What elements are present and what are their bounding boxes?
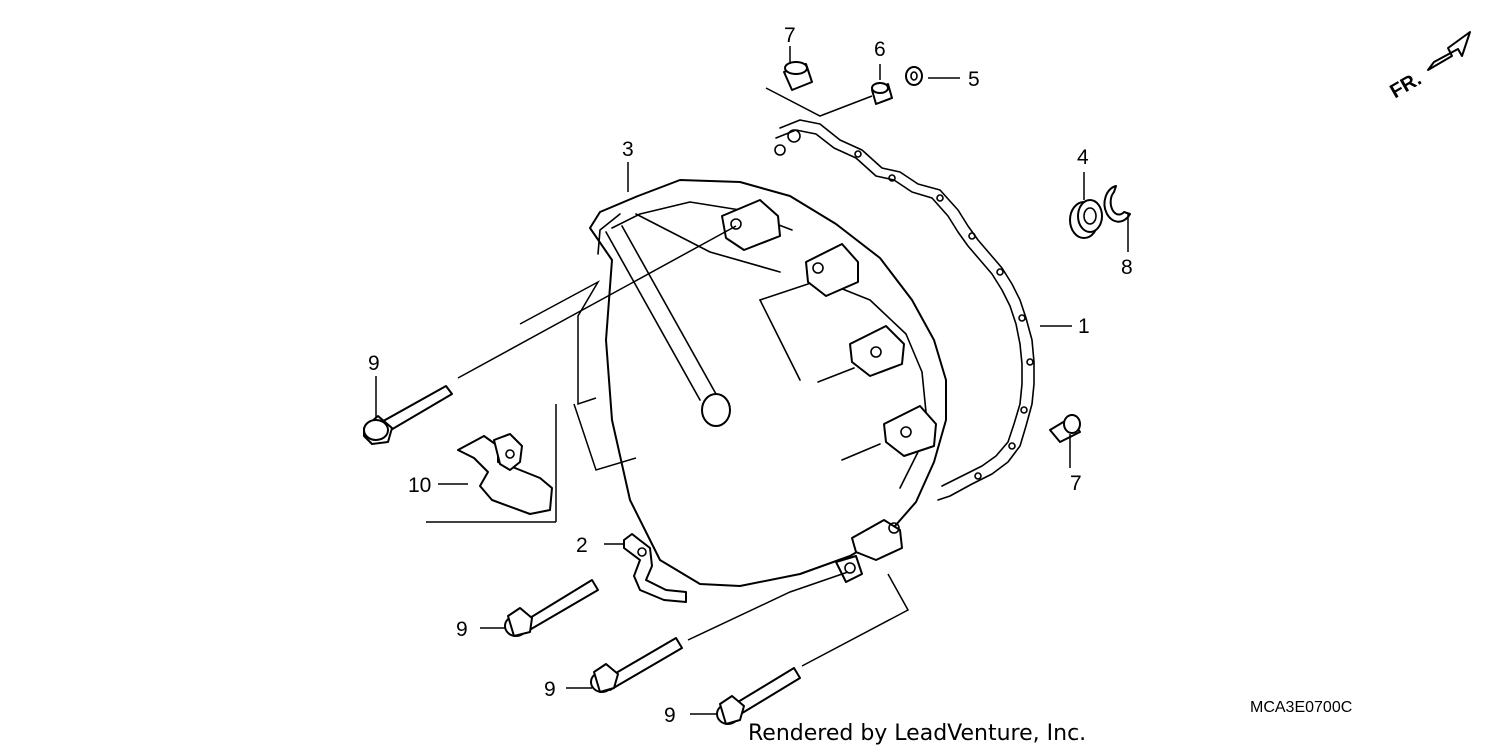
bearing[interactable] bbox=[1069, 199, 1103, 239]
gasket-bolt-holes bbox=[774, 129, 1034, 480]
sealing-washer[interactable] bbox=[905, 66, 923, 86]
credit-text: Rendered by LeadVenture, Inc. bbox=[748, 721, 1086, 746]
callout-part-9-bottom-a: 9 bbox=[456, 618, 468, 641]
snap-ring[interactable] bbox=[1103, 185, 1131, 223]
flange-bolt-bottom-c[interactable] bbox=[716, 667, 801, 725]
dowel-pin-right[interactable] bbox=[1049, 414, 1081, 443]
callout-labels: 1 2 3 4 5 6 7 7 8 9 9 9 9 10 bbox=[368, 24, 1133, 727]
callout-part-5: 5 bbox=[968, 68, 980, 91]
callout-part-1: 1 bbox=[1078, 315, 1090, 338]
callout-part-7-top: 7 bbox=[784, 24, 796, 47]
callout-part-9-left: 9 bbox=[368, 352, 380, 375]
flange-bolt-bottom-a[interactable] bbox=[504, 579, 599, 637]
dowel-pin-top[interactable] bbox=[783, 61, 813, 91]
wire-clamp[interactable] bbox=[623, 533, 687, 603]
callout-part-6: 6 bbox=[874, 38, 886, 61]
callout-part-4: 4 bbox=[1077, 146, 1089, 169]
callout-part-7-right: 7 bbox=[1070, 472, 1082, 495]
callout-part-3: 3 bbox=[622, 138, 634, 161]
diagram-code: MCA3E0700C bbox=[1250, 699, 1352, 716]
fr-direction-label: FR. bbox=[1386, 68, 1425, 103]
flange-bolt-left[interactable] bbox=[363, 385, 453, 445]
flange-bolt-bottom-b[interactable] bbox=[590, 637, 683, 693]
cover-body[interactable] bbox=[589, 179, 947, 587]
leader-lines bbox=[375, 46, 1129, 715]
callout-part-9-bottom-b: 9 bbox=[544, 678, 556, 701]
front-direction-arrow: FR. bbox=[1386, 31, 1471, 103]
dowel-pin-small[interactable] bbox=[871, 82, 893, 105]
callout-part-8: 8 bbox=[1121, 256, 1133, 279]
callout-part-10: 10 bbox=[408, 474, 431, 497]
callout-part-9-bottom-c: 9 bbox=[664, 704, 676, 727]
hose-clamp[interactable] bbox=[457, 433, 553, 515]
cover-gasket[interactable] bbox=[774, 119, 1035, 501]
fr-arrow-icon bbox=[1427, 31, 1471, 71]
callout-part-2: 2 bbox=[576, 534, 588, 557]
